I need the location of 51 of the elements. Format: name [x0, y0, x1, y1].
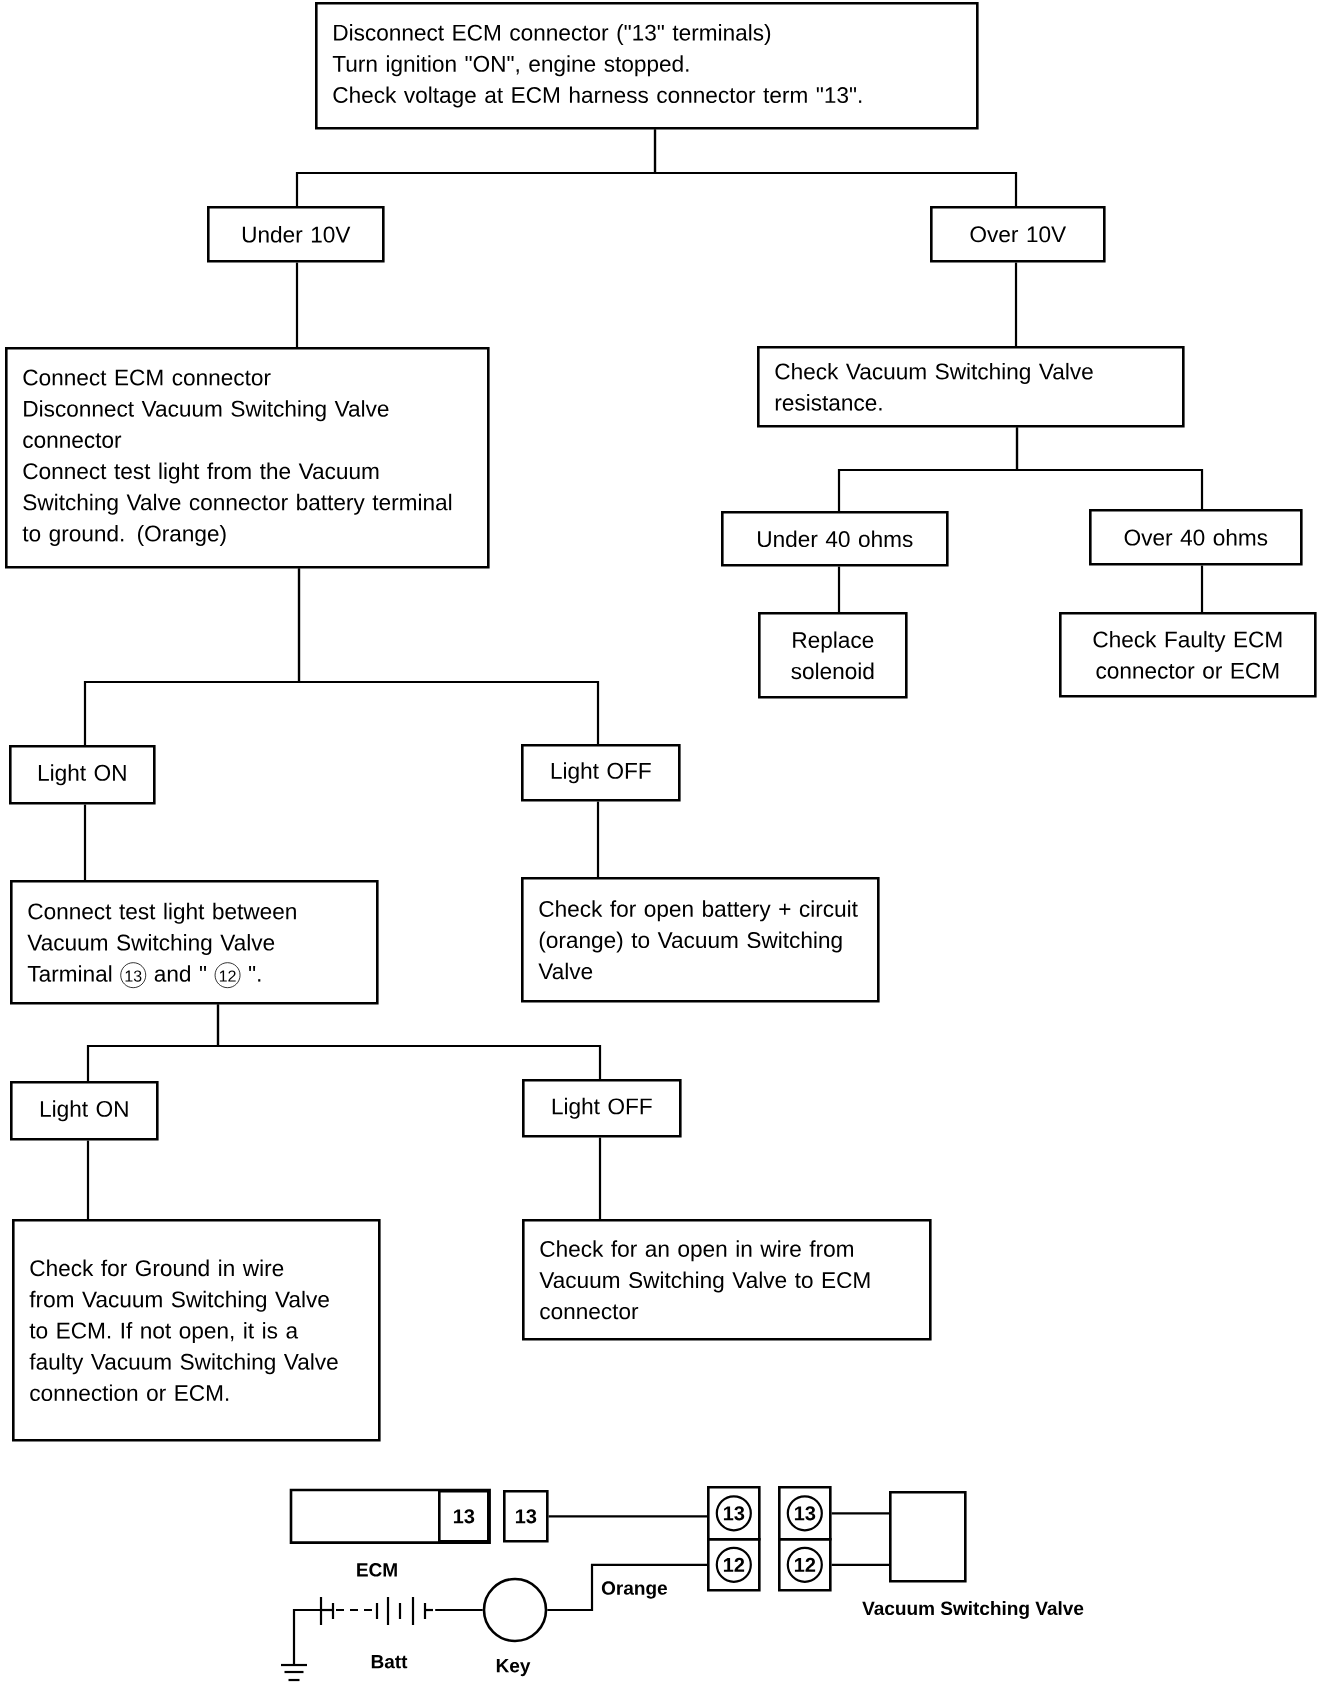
part-label: ECM	[357, 1563, 397, 1577]
result-box: Light ON	[9, 745, 156, 805]
battery-symbol	[319, 1597, 433, 1625]
process-box: Connect ECM connector Disconnect Vacuum Switching Valve connector Connect test light from the Vacuum Switching Valve connector battery terminal to ground. (Orange)	[5, 347, 490, 569]
wire	[1200, 565, 1204, 612]
wire	[216, 1004, 602, 1079]
wire	[548, 1515, 707, 1518]
part-label: Key	[496, 1659, 531, 1677]
terminal-box: 12	[707, 1538, 761, 1592]
wire	[831, 1563, 889, 1566]
terminal-box: 13	[707, 1486, 761, 1541]
wire	[435, 1608, 483, 1612]
wire	[831, 1512, 889, 1515]
wire	[86, 1140, 90, 1219]
wire	[547, 1563, 707, 1612]
ecm-box	[289, 1488, 491, 1544]
result-box: Over 40 ohms	[1089, 509, 1303, 566]
part-label: Vacuum Switching Valve	[862, 1601, 1084, 1619]
result-box: Over 10V	[930, 206, 1106, 263]
result-box: Under 40 ohms	[721, 511, 949, 567]
key-switch-circle	[482, 1577, 548, 1643]
action-box: Replace solenoid	[758, 612, 908, 699]
action-box: Check for open battery + circuit (orange) to Vacuum Switching Valve	[521, 877, 880, 1003]
wire	[1014, 262, 1018, 346]
action-box: Check Faulty ECM connector or ECM	[1059, 612, 1317, 698]
valve-box	[889, 1491, 967, 1583]
terminal-box: 13	[778, 1486, 832, 1541]
wire	[1015, 427, 1204, 509]
result-box: Light OFF	[521, 744, 681, 802]
wire	[653, 129, 1018, 206]
wire	[297, 568, 600, 744]
wire	[292, 1608, 321, 1664]
process-box: Disconnect ECM connector ("13" terminals) Turn ignition "ON", engine stopped. Check voltage at ECM harness connector term "13".	[315, 2, 979, 130]
process-box: Connect test light between Vacuum Switching Valve Tarminal 13 and " 12 ".	[10, 880, 379, 1005]
terminal-cell: 13	[438, 1490, 490, 1543]
wire	[596, 801, 600, 877]
result-box: Light OFF	[522, 1079, 682, 1138]
ground-symbol	[281, 1663, 307, 1682]
result-box: Under 10V	[207, 206, 385, 263]
action-box: Check for an open in wire from Vacuum Switching Valve to ECM connector	[522, 1219, 932, 1341]
wire	[295, 262, 299, 347]
action-box: Check for Ground in wire from Vacuum Switching Valve to ECM. If not open, it is a faulty Vacuum Switching Valve connection or ECM.	[12, 1219, 381, 1442]
wire	[837, 566, 841, 612]
part-label: Batt	[371, 1655, 408, 1669]
result-box: Light ON	[10, 1081, 159, 1141]
wire	[598, 1137, 602, 1219]
wire-label: Orange	[599, 1579, 670, 1601]
process-box: Check Vacuum Switching Valve resistance.	[757, 346, 1185, 428]
wire	[83, 804, 87, 880]
terminal-box: 13	[503, 1490, 549, 1543]
terminal-box: 12	[778, 1538, 832, 1592]
